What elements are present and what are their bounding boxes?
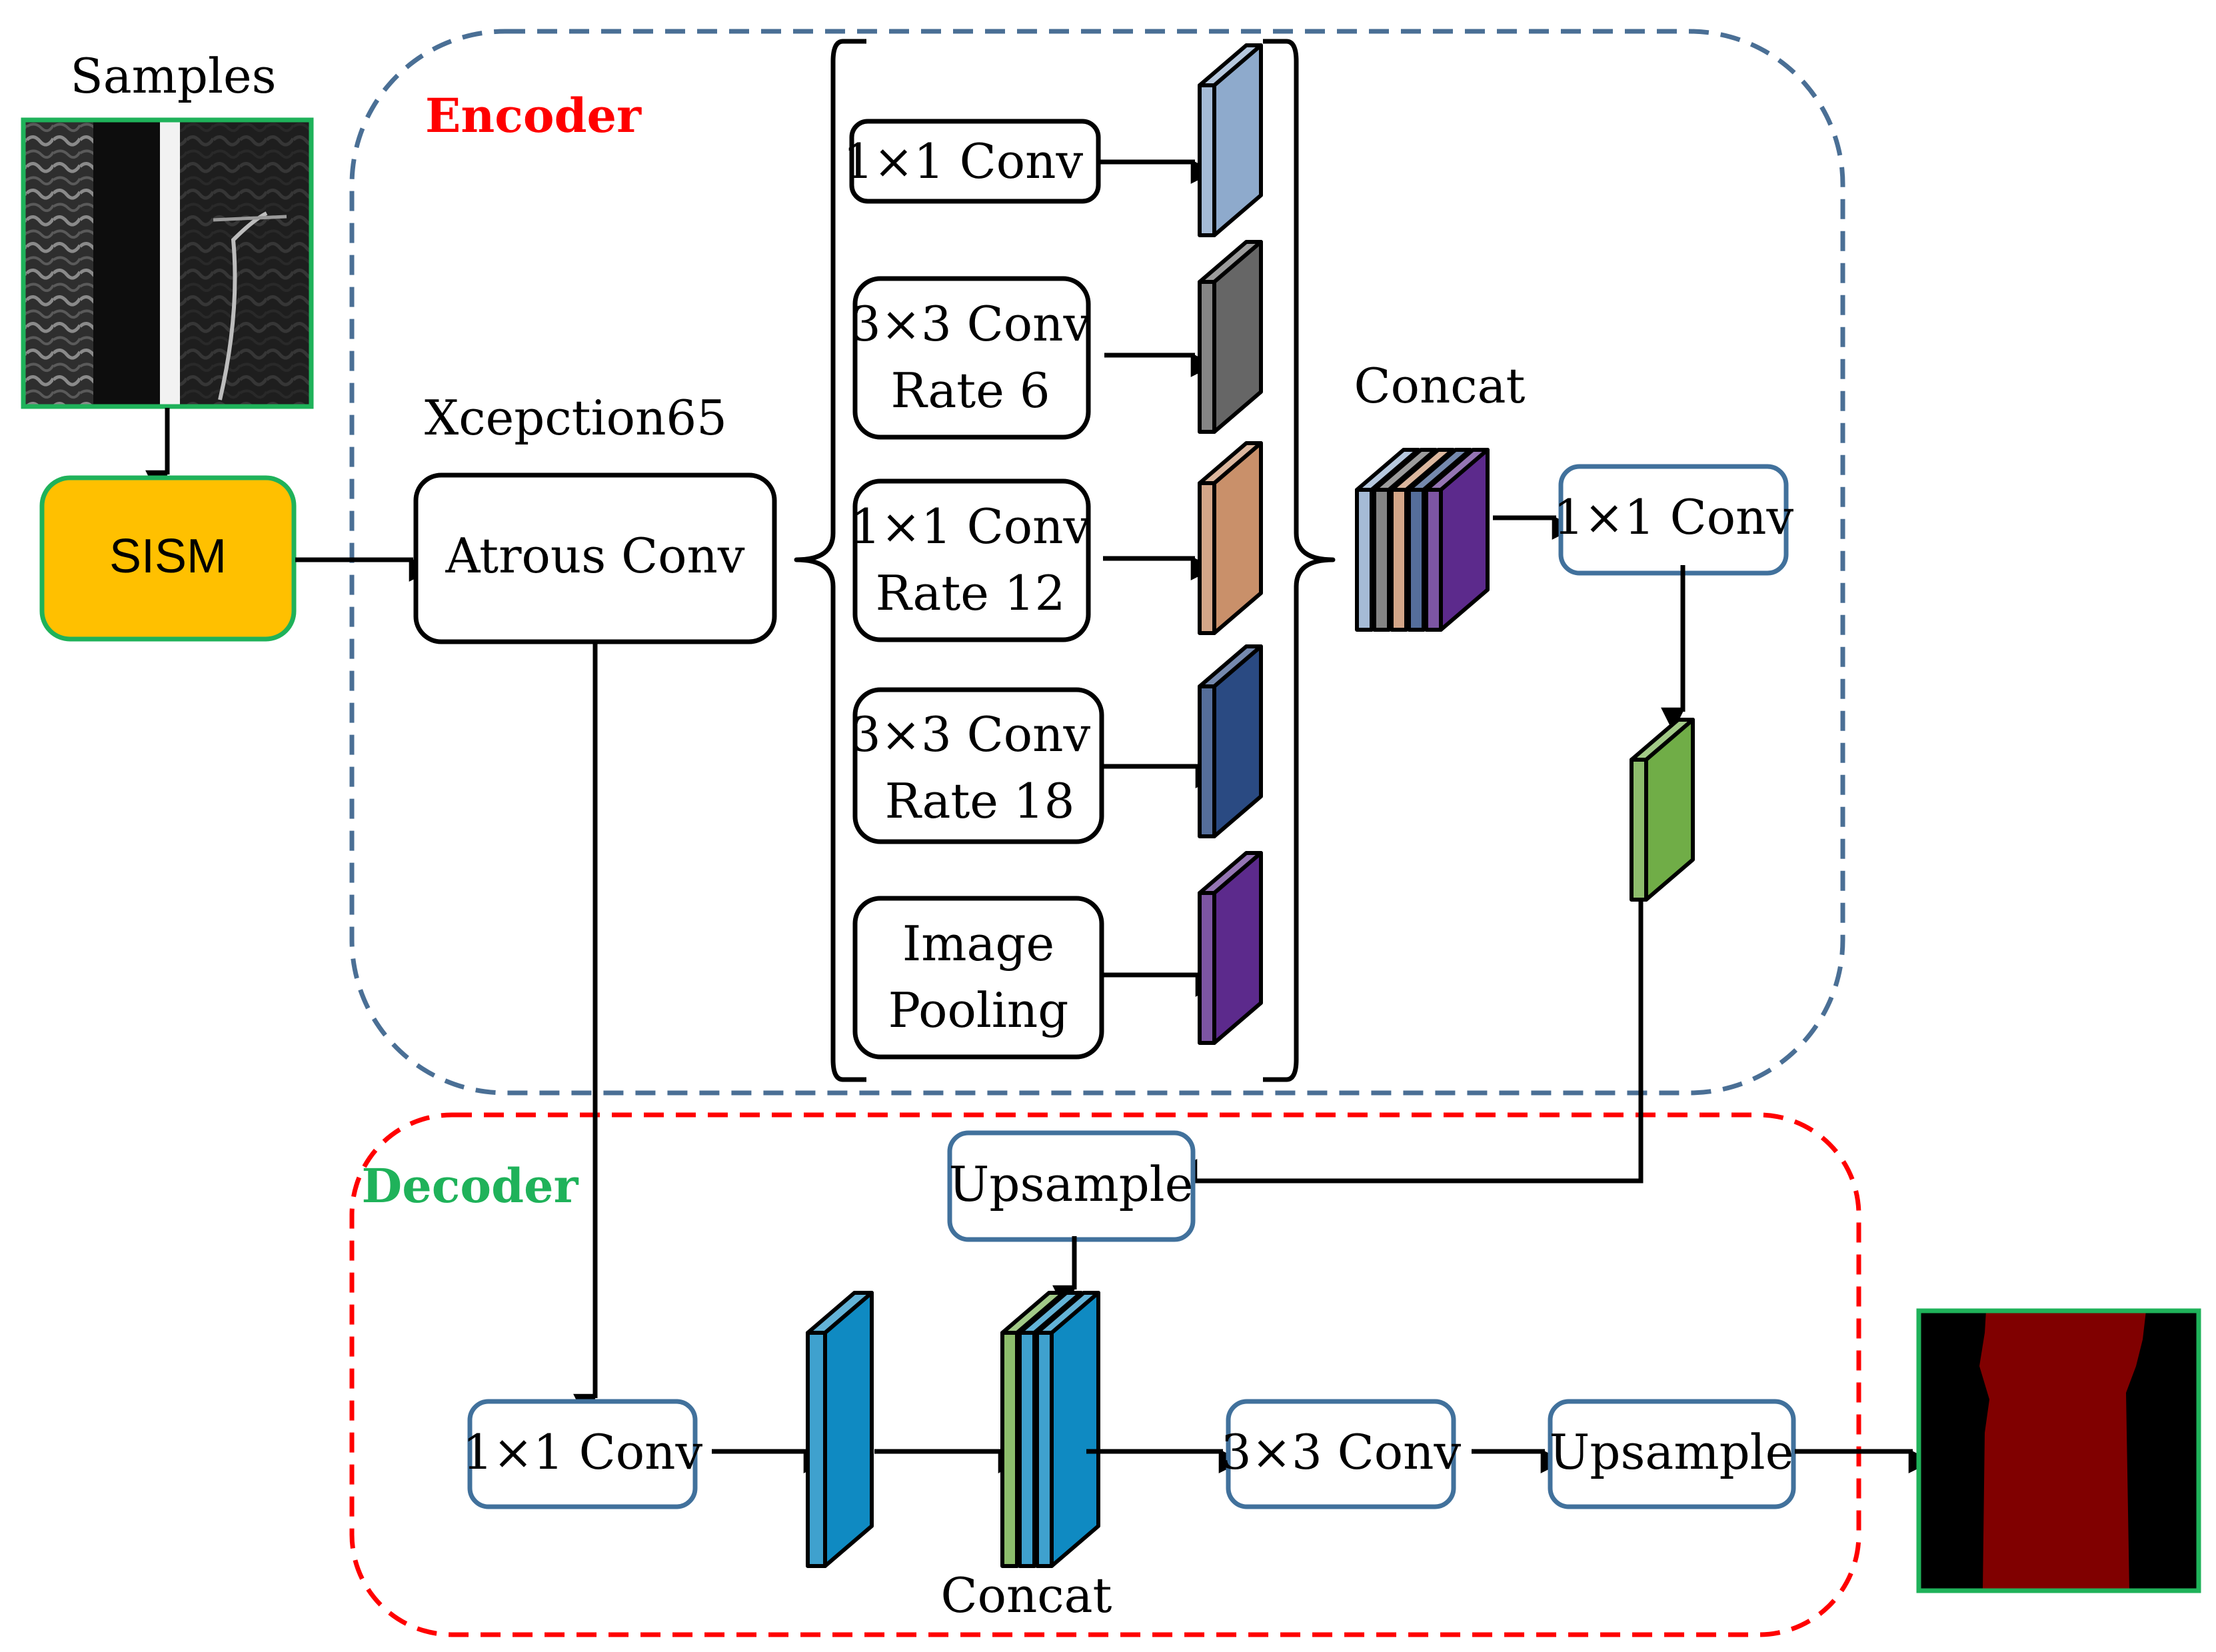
concat-slice-4-front (1407, 488, 1426, 632)
decoder-conv1-label: 1×1 Conv (463, 1424, 703, 1480)
branch-5-feature-block (1198, 851, 1263, 1045)
branch-3-feature-block (1198, 441, 1263, 635)
branch-1x1-conv: 1×1 Conv (843, 119, 1101, 204)
decoder-3x3-conv-box: 3×3 Conv (1221, 1399, 1462, 1509)
branch-right-brace (1263, 39, 1336, 1082)
samples-sonar-image (21, 117, 314, 409)
concat-slice-3-front (1390, 488, 1408, 632)
branch-4-line1: 3×3 Conv (850, 706, 1091, 762)
decoder-concat-slice-2-front (1018, 1331, 1036, 1568)
decoder-low-level-feature (806, 1291, 874, 1568)
segmentation-output-image (1916, 1308, 2201, 1593)
concat-slice-5 (1424, 448, 1490, 632)
branch-1-line1: 1×1 Conv (843, 133, 1084, 189)
encoder-output-slab-front (1630, 758, 1648, 902)
sism-label: SISM (109, 530, 227, 583)
branch-2-line2: Rate 6 (890, 363, 1050, 418)
encoder-concat-feature-stack (1355, 448, 1490, 632)
branch-1-feature-block (1198, 43, 1263, 237)
sism-block: SISM (39, 475, 297, 642)
decoder-upsample-box: Upsample (1548, 1399, 1796, 1509)
decoder-region (349, 1112, 1861, 1637)
concat-slice-1-front (1355, 488, 1374, 632)
encoder-output-slab (1630, 718, 1695, 902)
atrous-conv-label: Atrous Conv (445, 528, 744, 584)
branch-2-feature-block-front (1198, 280, 1216, 434)
branch-3-line2: Rate 12 (876, 565, 1066, 621)
decoder-upsample-label: Upsample (1550, 1424, 1794, 1480)
backbone-label: Xcepction65 (425, 390, 727, 446)
decoder-title: Decoder (362, 1158, 579, 1214)
branch-3-feature-block-front (1198, 481, 1216, 635)
samples-caption: Samples (70, 48, 276, 104)
branch-4-feature-block (1198, 644, 1263, 838)
decoder-upsample-top-label: Upsample (949, 1156, 1194, 1212)
decoder-concat-label: Concat (941, 1567, 1112, 1623)
branch-left-brace (794, 39, 866, 1082)
branch-3x3-conv-rate6: 3×3 Conv Rate 6 (850, 276, 1091, 440)
branch-5-feature-block-front (1198, 891, 1216, 1045)
decoder-feature-slab-front (806, 1331, 827, 1568)
encoder-1x1-conv-box: 1×1 Conv (1554, 464, 1794, 576)
decoder-feature-slab (806, 1291, 874, 1568)
branch-4-feature-block-front (1198, 684, 1216, 838)
decoder-concat-slice-3-front (1035, 1331, 1054, 1568)
encoder-output-to-upsample-arrow (1172, 900, 1644, 1184)
atrous-conv-box: Atrous Conv (413, 472, 777, 644)
branch-5-line2: Pooling (888, 982, 1069, 1038)
branch-5-line1: Image (902, 916, 1054, 972)
decoder-conv3-label: 3×3 Conv (1221, 1424, 1462, 1480)
encoder-conv-label: 1×1 Conv (1554, 489, 1794, 545)
branch-3-line1: 1×1 Conv (850, 498, 1091, 554)
branch-4-line2: Rate 18 (885, 773, 1075, 829)
decoder-concat-slice-3-side (1050, 1291, 1100, 1568)
encoder-output-feature (1630, 718, 1695, 902)
branch-3x3-conv-rate18: 3×3 Conv Rate 18 (850, 687, 1104, 844)
decoder-concat-slice-1-front (1000, 1331, 1019, 1568)
decoder-1x1-conv-box: 1×1 Conv (463, 1399, 703, 1509)
encoder-concat-label: Concat (1354, 358, 1526, 414)
concat-slice-2-front (1372, 488, 1391, 632)
branch-1-feature-block-front (1198, 83, 1216, 237)
decoder-concat-feature-stack (1000, 1291, 1100, 1568)
branch-1x1-conv-rate12: 1×1 Conv Rate 12 (850, 478, 1091, 642)
encoder-title: Encoder (425, 88, 642, 143)
decoder-concat-slice-3 (1035, 1291, 1100, 1568)
branch-image-pooling: Image Pooling (852, 896, 1104, 1060)
concat-slice-5-front (1424, 488, 1443, 632)
decoder-upsample-top-box: Upsample (947, 1130, 1196, 1242)
branch-2-line1: 3×3 Conv (850, 296, 1091, 352)
decoder-feature-slab-side (823, 1291, 874, 1568)
branch-2-feature-block (1198, 240, 1263, 434)
